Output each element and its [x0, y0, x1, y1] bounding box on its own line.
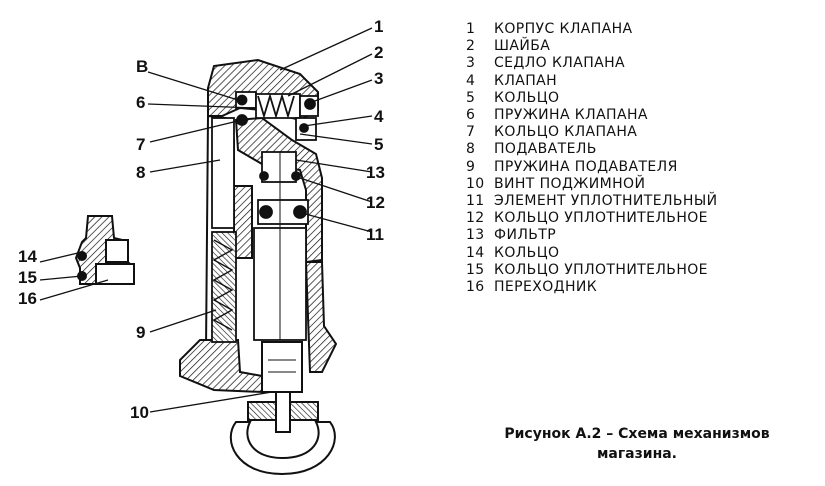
- callout-6: 6: [136, 93, 145, 112]
- callout-2: 2: [374, 43, 383, 62]
- callout-14: 14: [18, 247, 37, 266]
- callout-5: 5: [374, 135, 383, 154]
- callout-13: 13: [366, 163, 385, 182]
- callout-1: 1: [374, 17, 383, 36]
- callout-B: В: [136, 57, 148, 76]
- callout-9: 9: [136, 323, 145, 342]
- callout-3: 3: [374, 69, 383, 88]
- callout-8: 8: [136, 163, 145, 182]
- callout-15: 15: [18, 268, 37, 287]
- callout-12: 12: [366, 193, 385, 212]
- callout-11: 11: [366, 225, 384, 244]
- leader-lines: [39, 27, 373, 413]
- callout-7: 7: [136, 135, 145, 154]
- callout-4: 4: [374, 107, 384, 126]
- callout-labels: 1 2 3 В 6 4 7 5 8 13 12 11 14 15 16 9 10: [18, 17, 385, 422]
- mechanism-diagram: 1 2 3 В 6 4 7 5 8 13 12 11 14 15 16 9 10: [18, 17, 385, 476]
- callout-16: 16: [18, 289, 37, 308]
- callout-10: 10: [130, 403, 149, 422]
- caption-line-1: Рисунок А.2 – Схема механизмов: [504, 426, 770, 442]
- valve-assembly: [235, 91, 319, 141]
- figure-caption: Рисунок А.2 – Схема механизмов магазина.: [462, 424, 812, 464]
- clamp-screw: [229, 341, 336, 476]
- caption-line-2: магазина.: [596, 446, 678, 462]
- adapter-detail: [74, 215, 135, 285]
